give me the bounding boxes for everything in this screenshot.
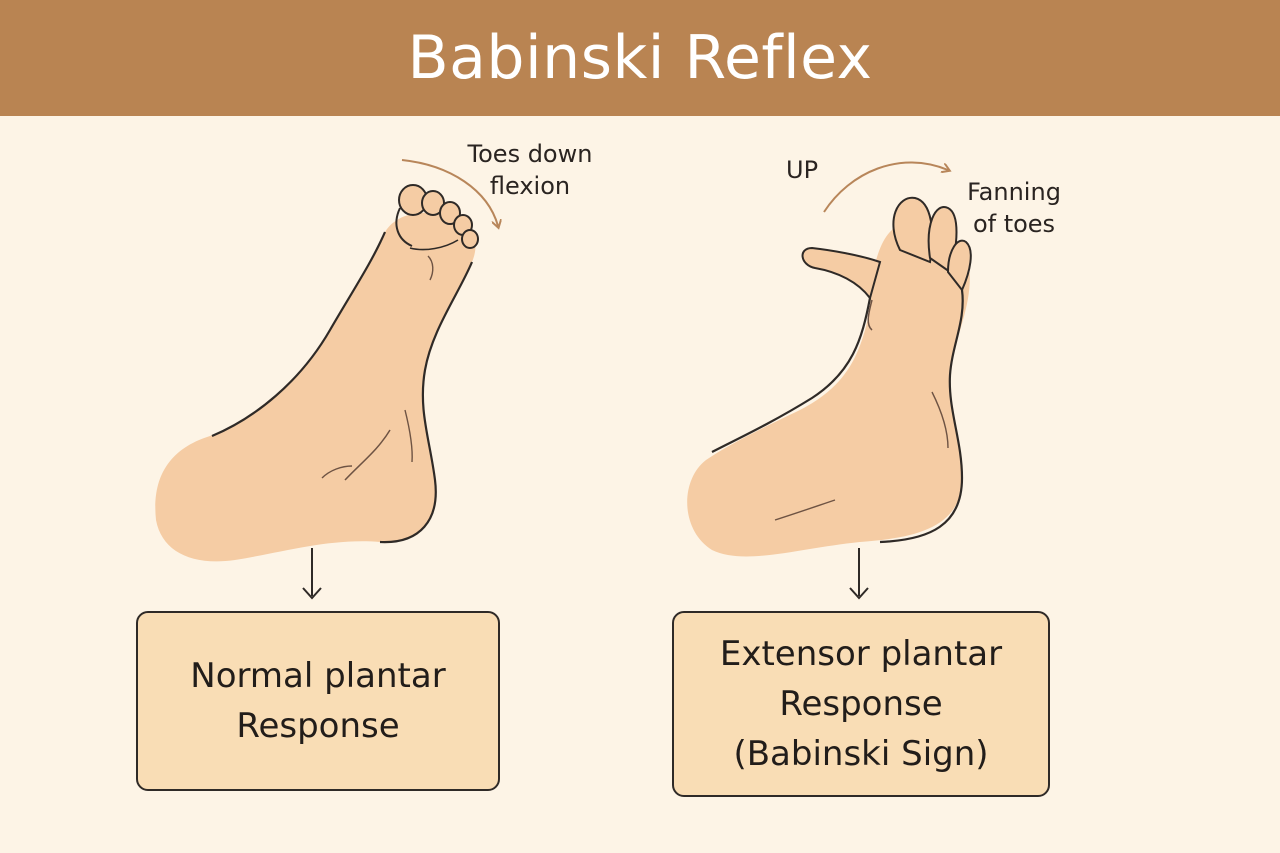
babinski-foot-front-outline (711, 297, 872, 453)
big-toe-extended (801, 246, 882, 301)
normal-curled-toes (398, 184, 479, 249)
normal-box-line1: Normal plantar (190, 656, 446, 696)
flexion-annotation-line2: flexion (489, 172, 571, 200)
title-banner: Babinski Reflex (0, 0, 1280, 116)
up-label: UP (786, 156, 819, 184)
babinski-response-box: Extensor plantar Response (Babinski Sign… (672, 611, 1050, 797)
babinski-foot-shape (687, 220, 970, 557)
babinski-box-line1: Extensor plantar (719, 634, 1003, 674)
normal-foot-shape (155, 212, 476, 562)
normal-foot-illustration (155, 159, 498, 600)
normal-box-line2: Response (236, 706, 400, 746)
page-title: Babinski Reflex (407, 23, 873, 93)
fanning-annotation-line1: Fanning (967, 178, 1061, 206)
fanning-annotation-line2: of toes (972, 210, 1056, 238)
up-arrow-icon (823, 161, 948, 213)
flexion-annotation: Toes down flexion (455, 138, 605, 202)
babinski-foot-illustration (687, 161, 972, 600)
flexion-annotation-line1: Toes down (467, 140, 593, 168)
normal-foot-front-outline (211, 231, 387, 438)
normal-response-box: Normal plantar Response (136, 611, 500, 791)
babinski-box-line2: Response (779, 684, 943, 724)
fanned-toes (892, 196, 972, 292)
babinski-box-line3: (Babinski Sign) (733, 734, 989, 774)
babinski-foot-back-outline (879, 289, 964, 544)
normal-foot-back-outline (379, 261, 474, 544)
fanning-annotation: Fanning of toes (954, 176, 1074, 240)
flexion-arrow-icon (401, 159, 498, 226)
